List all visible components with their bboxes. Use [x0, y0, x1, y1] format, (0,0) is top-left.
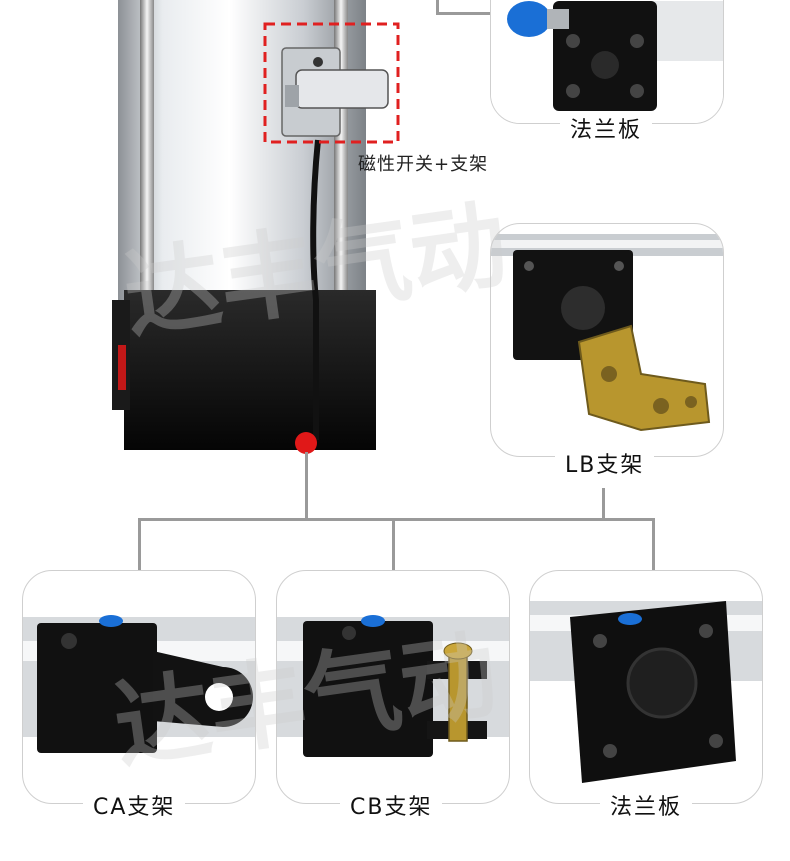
card-ca-bracket: [22, 570, 256, 804]
card-cb-bracket: [276, 570, 510, 804]
label-ca-bracket: CA支架: [83, 793, 186, 823]
sensor-cable: [310, 139, 321, 440]
connector-flange-bottom: [652, 518, 655, 572]
magnetic-switch-bracket: [281, 47, 389, 137]
blue-fitting-icon: [507, 1, 569, 37]
connector-trunk: [305, 452, 308, 520]
lb-end-block: [513, 250, 633, 360]
cb-end-block: [303, 615, 433, 757]
connector-top-stub: [436, 0, 439, 14]
cylinder-illustration: [112, 0, 400, 454]
label-flange-bottom: 法兰板: [600, 793, 693, 823]
svg-text:达丰气动: 达丰气动: [118, 188, 514, 352]
label-lb-bracket: LB支架: [555, 451, 655, 481]
flange-plate-top: [553, 1, 657, 111]
cb-double-clevis: [427, 642, 487, 742]
connector-lb: [602, 488, 605, 520]
flange-plate-bottom: [570, 601, 736, 783]
label-flange-top: 法兰板: [560, 116, 653, 146]
card-lb-bracket: [490, 223, 724, 457]
connector-bus: [138, 518, 655, 521]
connector-ca: [138, 518, 141, 572]
card-flange-bottom: [529, 570, 763, 804]
card-flange-top: [490, 0, 724, 124]
red-port-side: [118, 345, 126, 390]
lb-foot-bracket: [577, 324, 711, 432]
ca-end-block: [37, 615, 157, 753]
connector-top-horizontal: [436, 12, 492, 15]
magnetic-switch-label: 磁性开关+支架: [358, 154, 489, 175]
switch-highlight-box: [263, 22, 400, 144]
svg-text:达丰气动: 达丰气动: [108, 618, 504, 782]
tie-rod-left: [140, 0, 154, 350]
ca-clevis-eye: [153, 651, 253, 727]
label-cb-bracket: CB支架: [340, 793, 443, 823]
connection-dot: [295, 432, 317, 454]
cylinder-end-cap: [124, 290, 376, 450]
connector-cb: [392, 518, 395, 572]
